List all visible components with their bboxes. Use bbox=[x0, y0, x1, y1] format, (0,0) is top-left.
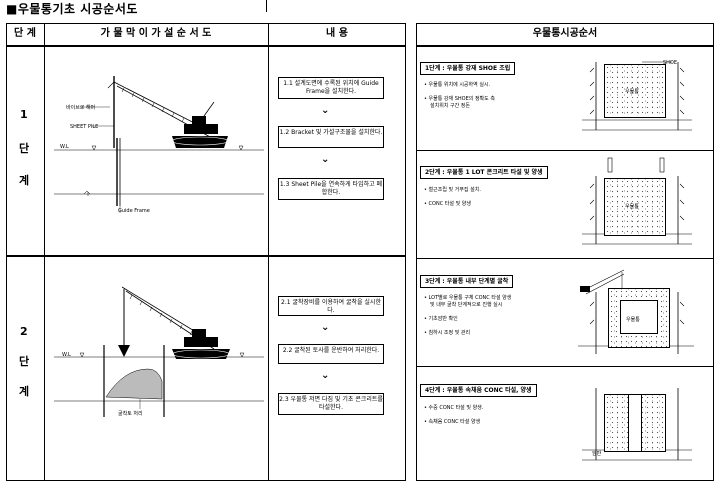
chevron-down-icon: ⌄ bbox=[321, 322, 330, 333]
stage2-excavation-diagram bbox=[54, 286, 264, 417]
caisson-step-1-body bbox=[604, 64, 666, 118]
step-2-3: 2.3 우물통 저면 다짐 및 기초 콘크리트를 타설한다. bbox=[278, 393, 384, 415]
stage2-number: 2 bbox=[20, 325, 28, 338]
caisson-step-2-body bbox=[604, 178, 666, 236]
caisson-step-3-bullet-3: • 기초암반 확인 bbox=[424, 316, 458, 322]
panel-title: 우물통시공순서 bbox=[532, 28, 598, 39]
caisson-step-4-core bbox=[628, 394, 642, 452]
panel-title-divider bbox=[416, 45, 714, 47]
caisson-step-3-bullet-1: • LOT별로 우물통 구체 CONC 타설 양생 bbox=[424, 295, 512, 301]
caisson-label-inner-3: 우물통 bbox=[626, 317, 640, 323]
caisson-step-2-bullet-2: • CONC 타설 및 양생 bbox=[424, 201, 471, 207]
caisson-step-4-bullet-1: • 수중 CONC 타설 및 양생. bbox=[424, 405, 484, 411]
panel-divider-3 bbox=[416, 366, 714, 367]
chevron-down-icon: ⌄ bbox=[321, 105, 330, 116]
stage1-char-gye: 계 bbox=[19, 174, 30, 187]
label-water-level-1: W.L bbox=[60, 144, 69, 150]
caisson-step-4-head: 4단계 : 우물통 속채움 CONC 타설, 양생 bbox=[420, 384, 537, 397]
label-sheet-pile: SHEET PILE bbox=[70, 124, 99, 130]
step-1-2: 1.2 Bracket 및 가설구조물을 설치한다. bbox=[278, 126, 384, 148]
panel-divider-2 bbox=[416, 258, 714, 259]
chevron-down-icon: ⌄ bbox=[321, 154, 330, 165]
label-vibro-hammer: 바이브로 해머 bbox=[66, 105, 96, 111]
caisson-step-2-head: 2단계 : 우물통 1 LOT 콘크리트 타설 및 양생 bbox=[420, 166, 548, 179]
step-2-2: 2.2 굴착된 토사를 운반하여 처리한다. bbox=[278, 344, 384, 364]
stage-divider bbox=[6, 255, 406, 257]
caisson-step-3-head: 3단계 : 우물통 내부 단계별 굴착 bbox=[420, 275, 514, 288]
caisson-step-1-bullet-3: 설치위치 구간 정돈 bbox=[430, 103, 470, 109]
label-excavation: 굴착토 처리 bbox=[118, 411, 143, 417]
header-divider bbox=[6, 45, 406, 47]
step-1-3: 1.3 Sheet Pile을 연속하게 타입하고 폐합한다. bbox=[278, 178, 384, 200]
caisson-step-1-head: 1단계 : 우물통 강재 SHOE 조립 bbox=[420, 62, 516, 75]
header-content: 내 용 bbox=[326, 28, 348, 39]
stage1-char-dan: 단 bbox=[19, 142, 30, 155]
caisson-step-1-diagram bbox=[582, 61, 692, 131]
table-header: 단 계 가 물 막 이 가 설 순 서 도 내 용 bbox=[6, 23, 406, 45]
header-stage: 단 계 bbox=[14, 28, 36, 39]
caisson-step-2-diagram bbox=[582, 157, 692, 245]
step-2-1: 2.1 굴착장비를 이용하여 굴착을 실시한다. bbox=[278, 296, 384, 316]
header-diagram: 가 물 막 이 가 설 순 서 도 bbox=[100, 28, 212, 39]
caisson-label-base: 암반 bbox=[592, 451, 602, 457]
caisson-step-2-bullet-1: • 철근조립 및 거푸집 설치. bbox=[424, 187, 481, 193]
caisson-label-shoe: SHOE bbox=[663, 60, 678, 66]
caisson-label-inner-1: 우물통 bbox=[625, 89, 639, 95]
caisson-step-3-bullet-2: 및 내부 굴착 단계적으로 진행 실시 bbox=[430, 302, 503, 308]
page-title: ■우물통기초 시공순서도 bbox=[6, 2, 138, 16]
stage1-number: 1 bbox=[20, 108, 28, 121]
stage2-char-gye: 계 bbox=[19, 385, 30, 398]
step-1-1: 1.1 설계도면에 수록된 위치에 Guide Frame을 설치한다. bbox=[278, 77, 384, 99]
caisson-step-3-inner-excavation bbox=[620, 300, 658, 334]
caisson-step-1-bullet-1: • 우물통 위치에 시공하역 실시. bbox=[424, 82, 491, 88]
title-divider bbox=[266, 0, 267, 12]
stage1-crane-diagram bbox=[54, 76, 264, 213]
panel-divider-1 bbox=[416, 150, 714, 151]
column-divider-2 bbox=[268, 23, 269, 481]
caisson-step-4-bullet-2: • 속채움 CONC 타설 양생 bbox=[424, 419, 481, 425]
stage2-char-dan: 단 bbox=[19, 355, 30, 368]
caisson-step-1-bullet-2: • 우물통 강재 SHOE의 정확도 측 bbox=[424, 96, 495, 102]
label-water-level-2: W.L bbox=[62, 352, 71, 358]
caisson-step-3-bullet-4: • 침하시 조정 및 관리 bbox=[424, 330, 471, 336]
label-guide-frame: Guide Frame bbox=[118, 208, 150, 214]
chevron-down-icon: ⌄ bbox=[321, 370, 330, 381]
caisson-label-inner-2: 우물통 bbox=[625, 204, 639, 210]
column-divider-1 bbox=[44, 23, 45, 481]
